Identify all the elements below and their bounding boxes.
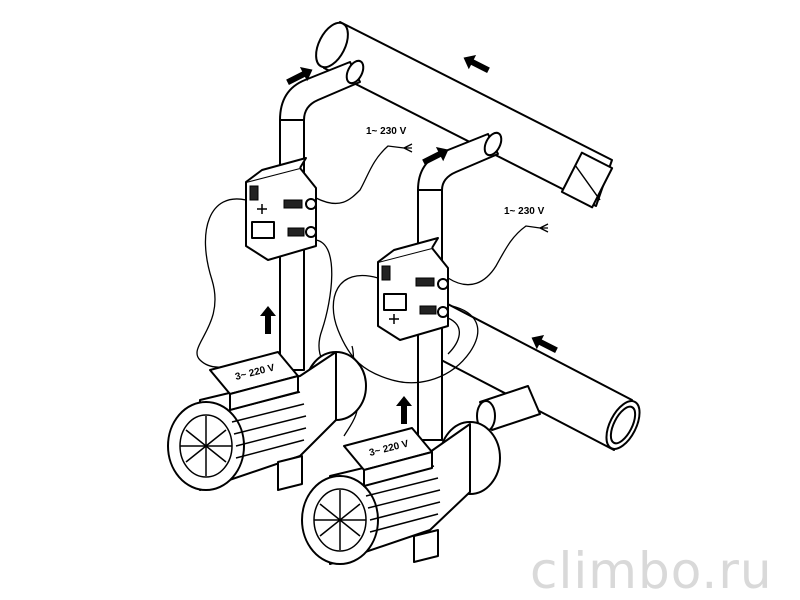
discharge-manifold xyxy=(315,21,614,209)
right-power-label: 1~ 230 V xyxy=(504,206,545,217)
left-controller-display xyxy=(251,221,275,239)
pressure-controller-icon xyxy=(389,314,399,324)
fan-grille-icon xyxy=(179,414,233,478)
left-pump: 3~ 220 V xyxy=(167,351,367,491)
fan-grille-icon xyxy=(313,488,367,552)
flow-arrow-icon xyxy=(459,50,493,78)
flow-arrow-icon xyxy=(396,396,412,424)
pressure-controller-icon xyxy=(257,204,267,214)
left-power-label: 1~ 230 V xyxy=(366,126,407,137)
watermark: climbo.ru xyxy=(530,542,773,600)
flow-arrow-icon xyxy=(260,306,276,334)
left-pressure-controller xyxy=(245,157,317,261)
right-pressure-controller xyxy=(377,237,449,341)
right-pump: 3~ 220 V xyxy=(301,385,541,565)
right-controller-display xyxy=(383,293,407,311)
